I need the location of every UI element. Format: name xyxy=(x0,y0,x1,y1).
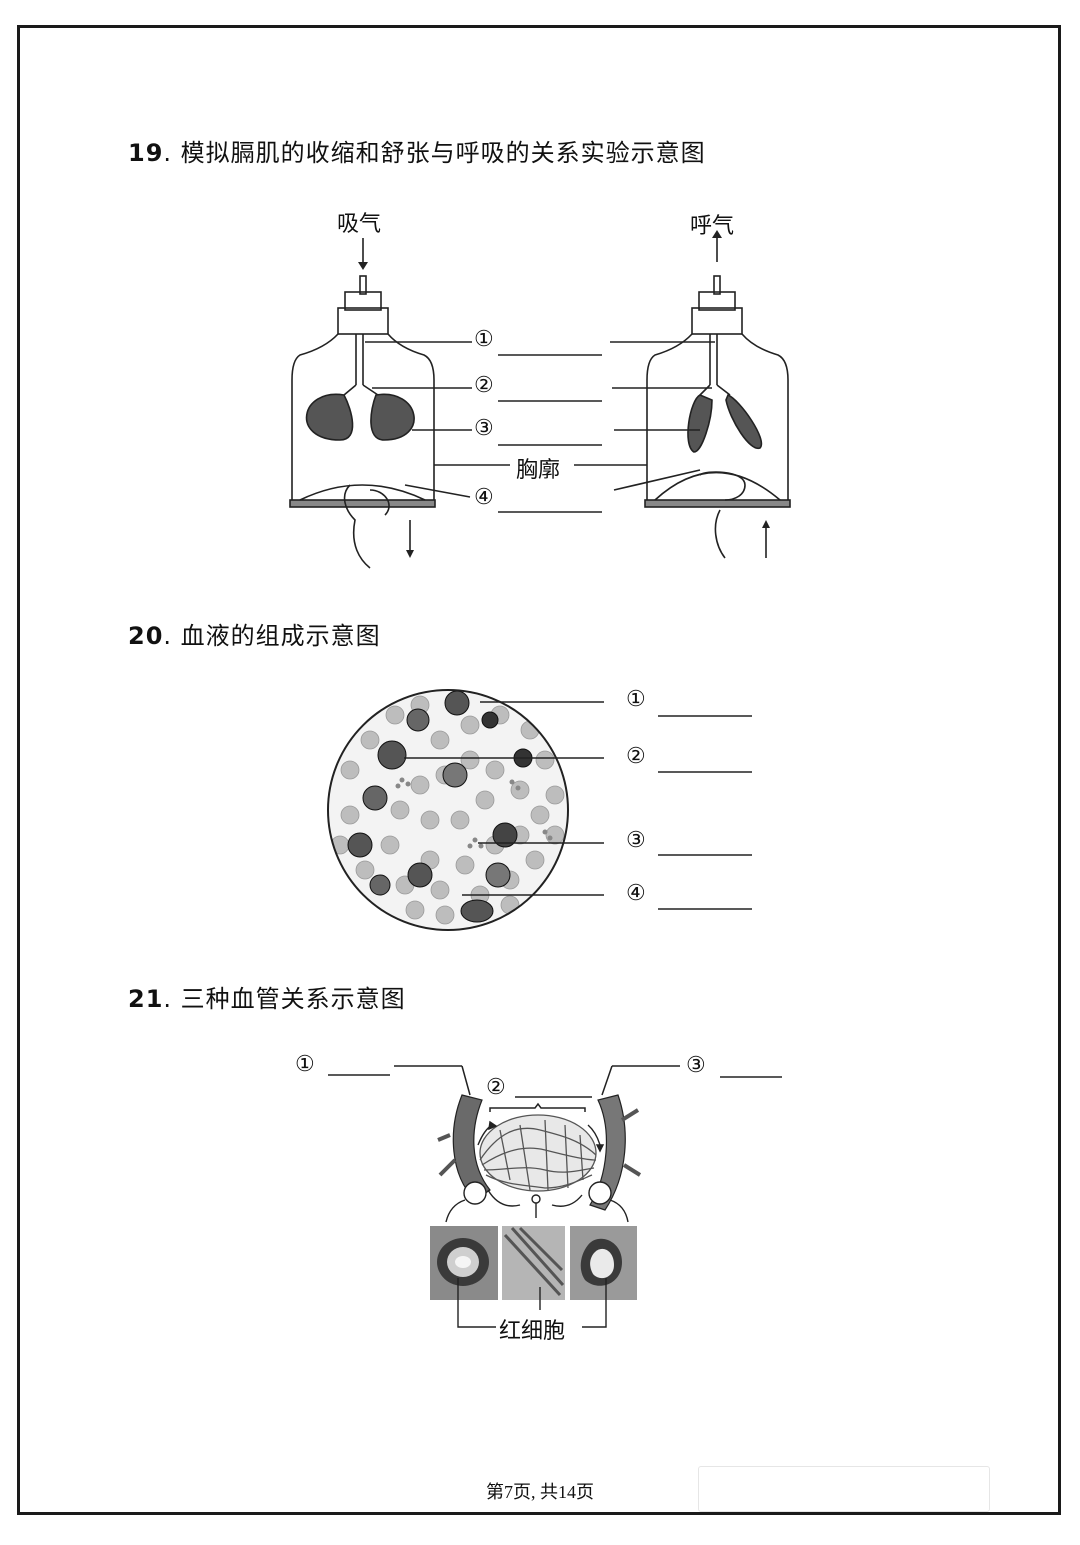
blood-marker-2: ② xyxy=(626,744,646,769)
question-text: . 模拟膈肌的收缩和舒张与呼吸的关系实验示意图 xyxy=(163,139,706,167)
blood-marker-4: ④ xyxy=(626,881,646,906)
left-bell-jar xyxy=(289,238,436,569)
exhale-label: 呼气 xyxy=(690,214,735,239)
marker-4: ④ xyxy=(474,485,494,510)
red-blood-cell-label: 红细胞 xyxy=(499,1319,566,1344)
question-19-title: 19. 模拟膈肌的收缩和舒张与呼吸的关系实验示意图 xyxy=(128,133,706,168)
vessel-marker-1: ① xyxy=(295,1052,315,1077)
score-box xyxy=(698,1466,990,1512)
blood-smear xyxy=(328,690,568,930)
right-bell-jar xyxy=(644,230,791,559)
vessel-marker-2: ② xyxy=(486,1075,506,1100)
question-number: 20 xyxy=(128,622,164,650)
chest-label: 胸廓 xyxy=(516,458,561,483)
question-20-title: 20. 血液的组成示意图 xyxy=(128,616,381,651)
vein xyxy=(589,1094,626,1211)
question-text: . 三种血管关系示意图 xyxy=(163,985,406,1013)
capillary-network xyxy=(479,1114,597,1192)
vessel-marker-3: ③ xyxy=(686,1053,706,1078)
question-21-title: 21. 三种血管关系示意图 xyxy=(128,979,406,1014)
page-number: 第7页, 共14页 xyxy=(486,1482,594,1502)
question-text: . 血液的组成示意图 xyxy=(163,622,381,650)
inhale-label: 吸气 xyxy=(337,212,382,237)
marker-1: ① xyxy=(474,327,494,352)
blood-marker-1: ① xyxy=(626,687,646,712)
page-border xyxy=(17,25,1061,1515)
micrographs xyxy=(430,1226,637,1300)
question-number: 19 xyxy=(128,139,164,167)
marker-3: ③ xyxy=(474,416,494,441)
question-number: 21 xyxy=(128,985,164,1013)
marker-2: ② xyxy=(474,373,494,398)
blood-marker-3: ③ xyxy=(626,828,646,853)
